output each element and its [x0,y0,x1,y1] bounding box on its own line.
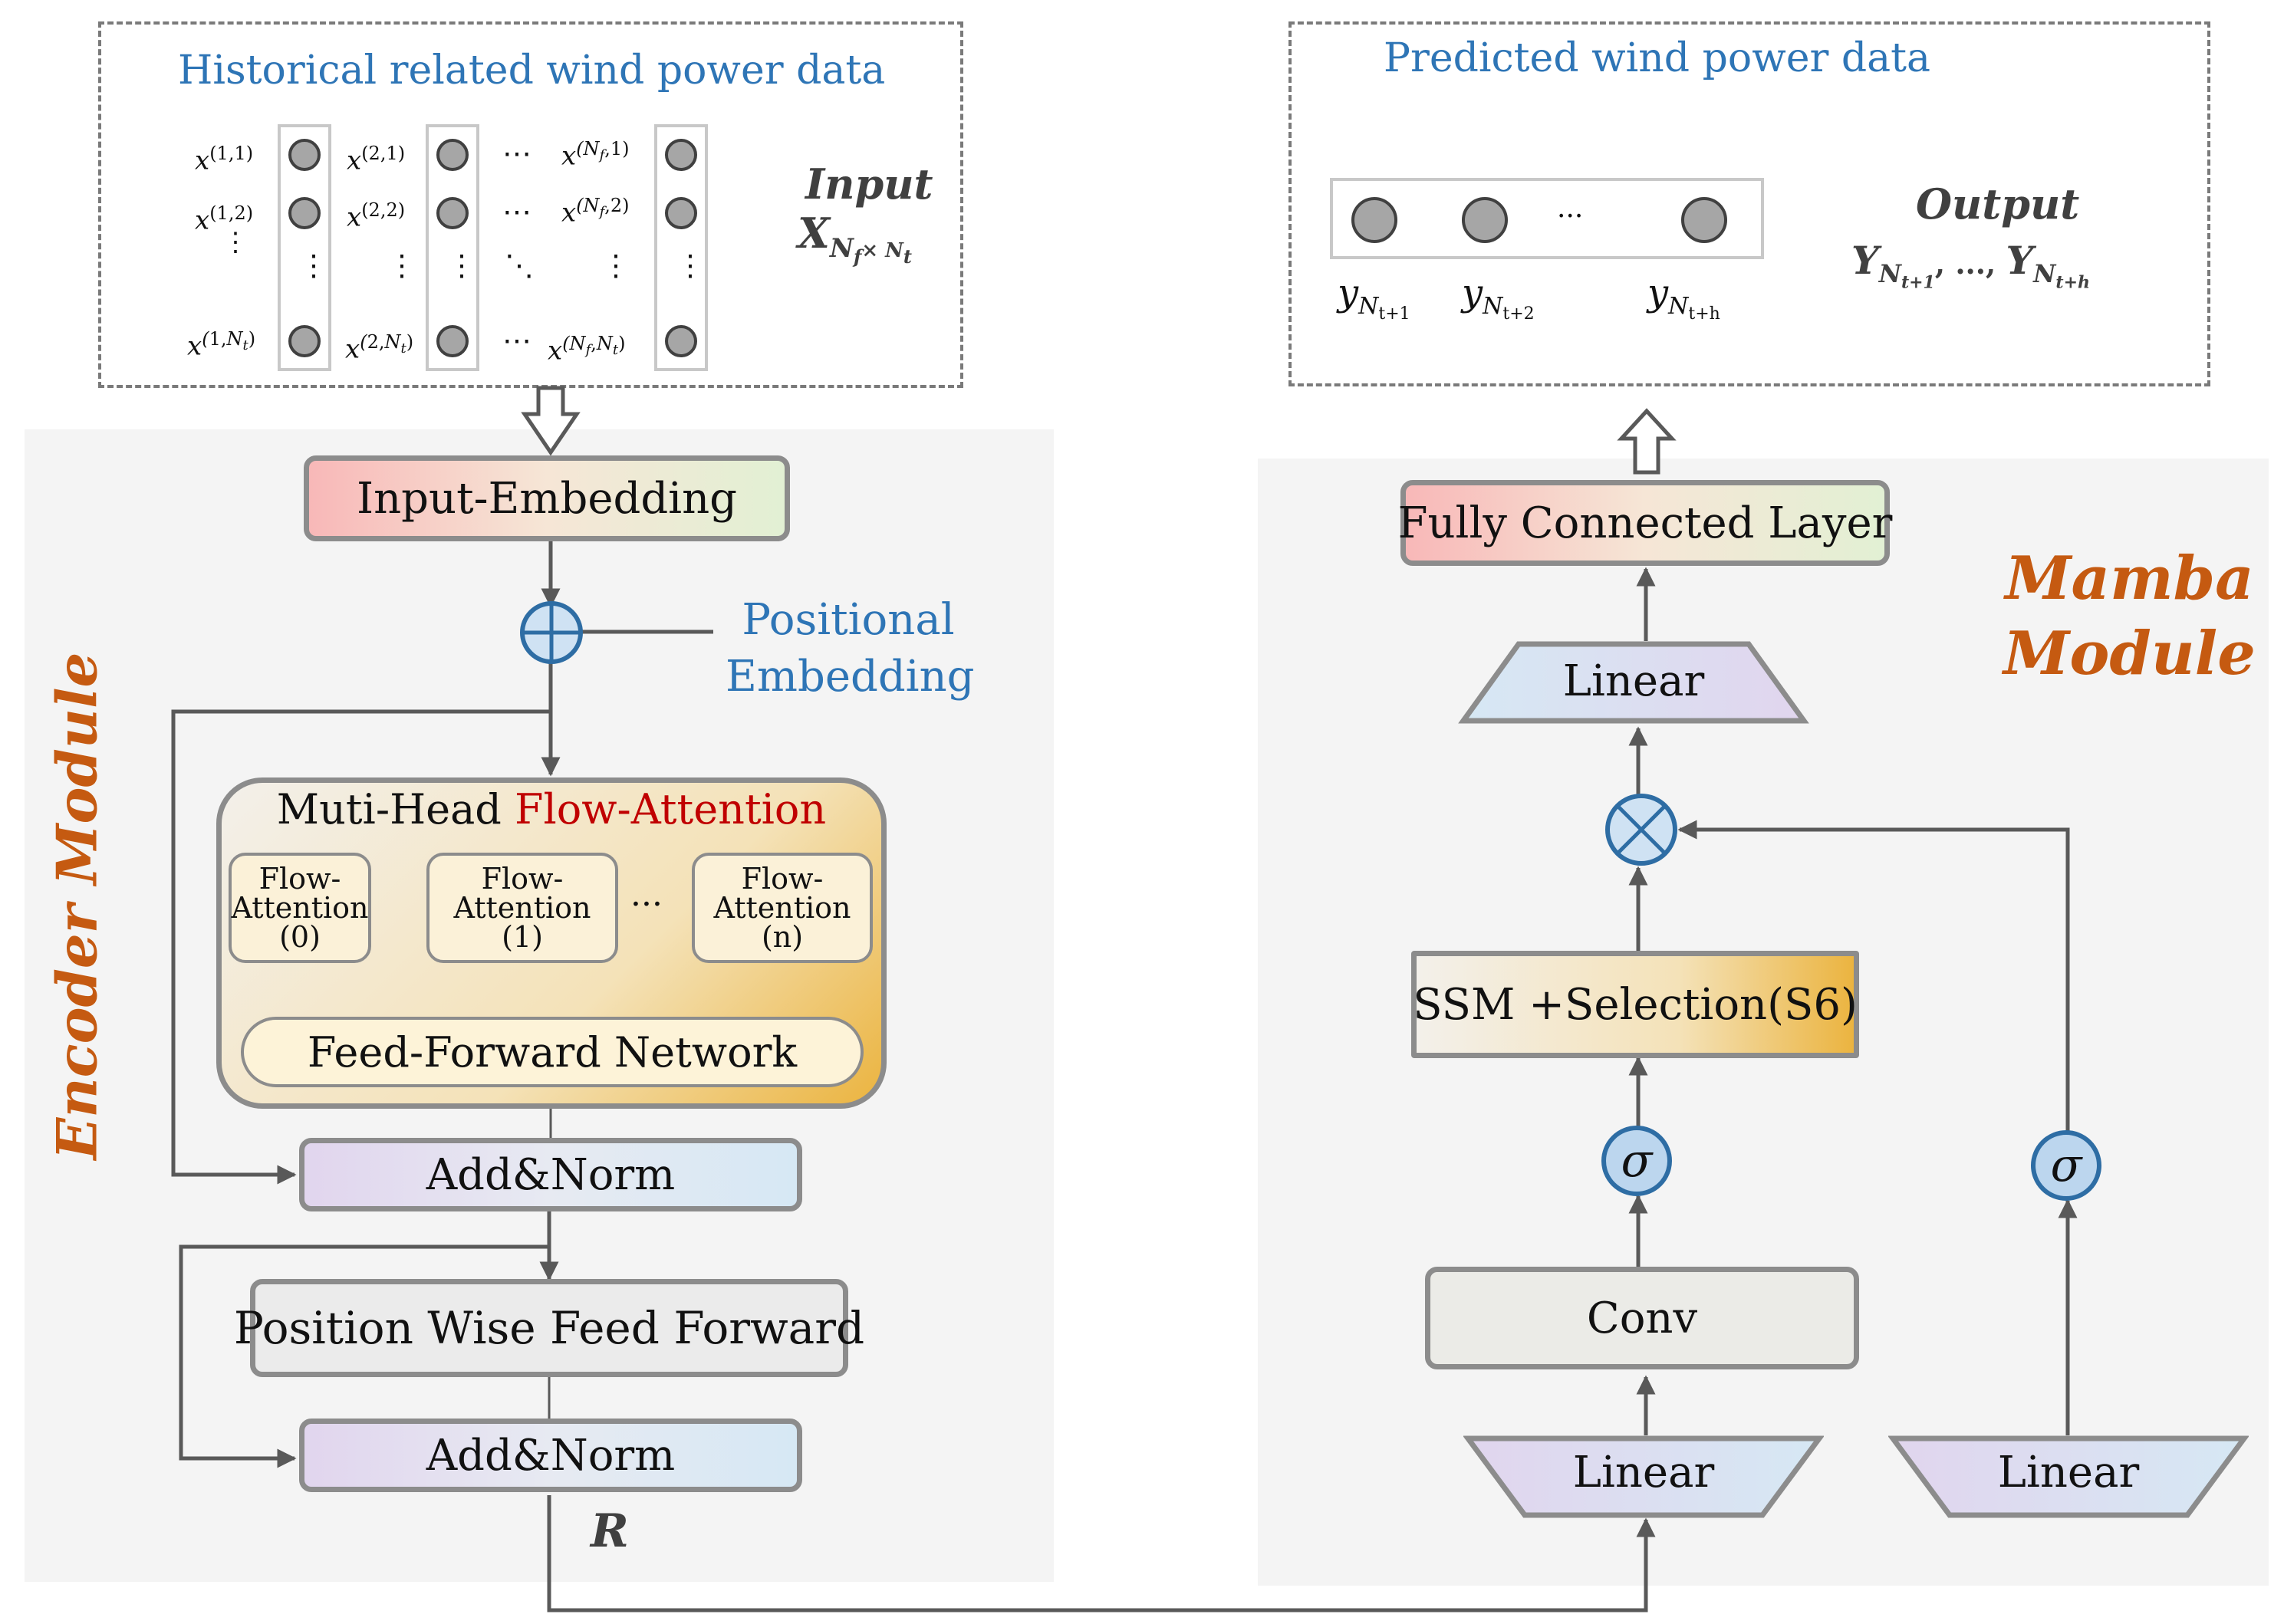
input-title: Historical related wind power data [178,48,886,94]
input-column-frame-2 [426,124,479,371]
add-norm-2: Add&Norm [299,1419,802,1492]
output-data-box [1288,21,2210,386]
y-th: yNt+h [1647,271,1720,324]
mamba-line-1: Mamba [2005,544,2254,613]
flow-attention-head-1: Flow-Attention(1) [426,853,618,963]
linear-bottom-left: Linear [1572,1448,1715,1497]
sigma-right: σ [2031,1130,2101,1201]
input-column-frame-nf [654,124,708,371]
mamba-line-2: Module [2003,619,2256,689]
x-2-nt: x(2,Nt) [345,331,414,365]
v-dots-1b: ⋮ [299,248,328,282]
h-ellipsis-1: ⋯ [502,136,532,170]
h-ellipsis-2: ⋯ [502,195,532,228]
h-ellipsis-3: ⋯ [502,324,532,357]
add-plus-icon [520,601,583,664]
input-embedding: Input-Embedding [304,455,790,541]
positional-line-1: Positional [742,595,955,645]
y-t2: yNt+2 [1462,271,1535,324]
ssm-selection-s6: SSM +Selection(S6) [1411,951,1859,1058]
x-1-2: x(1,2) [195,202,254,236]
output-label: Output [1916,179,2080,228]
v-dots-3b: ⋮ [676,248,705,282]
v-dots-2a: ⋮ [387,248,416,282]
input-data-box [98,21,963,388]
input-dimension: XNf× Nt [798,209,913,268]
linear-bottom-right-shape [1888,1435,2249,1518]
input-column-frame-1 [278,124,331,371]
d-dots: ⋱ [505,248,534,282]
feed-forward-network: Feed-Forward Network [241,1017,864,1087]
mha-title: Muti-Head Flow-Attention [276,785,827,833]
x-2-1: x(2,1) [347,143,406,176]
conv: Conv [1425,1267,1859,1369]
positional-line-2: Embedding [726,652,975,702]
heads-ellipsis: ··· [630,885,663,924]
mamba-module-label: Mamba Module [2003,541,2256,692]
x-nf-1: x(Nf,1) [561,138,630,172]
encoder-module-label: Encoder Module [44,652,110,1160]
positional-embedding-label: Positional Embedding [726,592,975,705]
linear-bottom-right: Linear [1997,1448,2140,1497]
x-nf-2: x(Nf,2) [561,195,630,228]
fully-connected-layer: Fully Connected Layer [1398,480,1892,566]
linear-bottom-left-shape [1463,1435,1824,1518]
flow-attention-head-n: Flow-Attention(n) [692,853,873,963]
linear-top-shape [1458,641,1809,724]
output-title: Predicted wind power data [1384,35,1931,81]
v-dots-2b: ⋮ [447,248,476,282]
y-t1: yNt+1 [1338,271,1410,324]
v-dots-3a: ⋮ [601,248,630,282]
input-label: Input [805,159,933,209]
x-1-nt: x(1,Nt) [187,328,256,362]
x-1-1: x(1,1) [195,143,254,176]
x-nf-nt: x(Nf,Nt) [548,333,626,367]
output-frame [1330,178,1764,259]
sigma-left: σ [1601,1126,1672,1196]
position-wise-feed-forward: Position Wise Feed Forward [234,1279,864,1377]
linear-top: Linear [1562,656,1705,706]
r-label: R [591,1504,629,1558]
output-ellipsis: ··· [1557,201,1584,232]
flow-attention-head-0: Flow-Attention(0) [229,853,371,963]
v-dots-1a: ⋮ [222,227,248,258]
output-formula: YNt+1, ..., YNt+h [1851,238,2091,293]
x-2-2: x(2,2) [347,199,406,233]
add-norm-1: Add&Norm [299,1138,802,1211]
multiply-icon [1605,794,1677,866]
